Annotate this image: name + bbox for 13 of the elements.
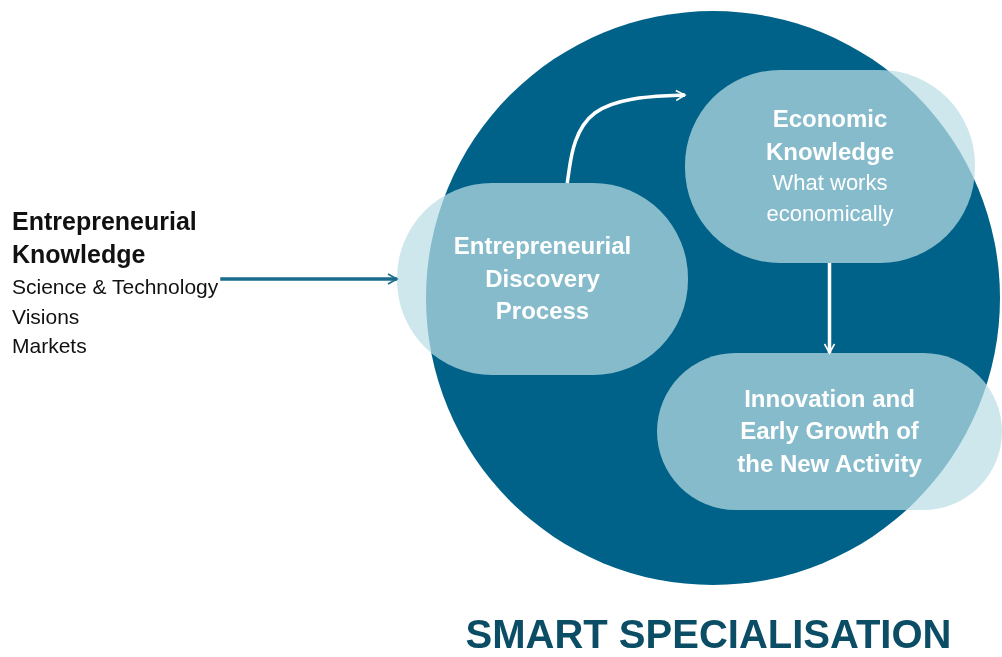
body-text: Science & Technology <box>12 274 219 301</box>
body-text: Markets <box>12 332 87 359</box>
heading-text: Economic Knowledge <box>765 104 895 167</box>
body-text: Visions <box>12 303 80 330</box>
heading-text: Entrepreneurial Discovery Process <box>452 231 633 327</box>
arrow <box>220 273 398 285</box>
arrow <box>565 89 686 184</box>
heading-text: Innovation and Early Growth of the New Activity <box>736 383 923 479</box>
rounded-box <box>657 353 1002 510</box>
title: SMART SPECIALISATION <box>464 612 953 657</box>
arrow <box>823 263 836 354</box>
heading-text: Entrepreneurial Knowledge <box>12 205 198 271</box>
body-text: What works economically <box>765 169 895 228</box>
